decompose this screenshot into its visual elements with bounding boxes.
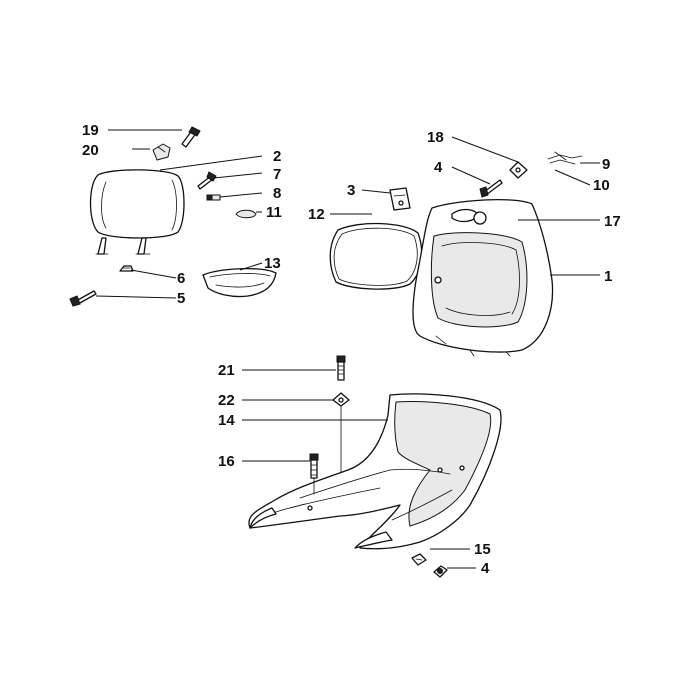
callout-4-upper: 4	[434, 159, 443, 176]
callout-20: 20	[82, 142, 99, 159]
callout-14: 14	[218, 412, 235, 429]
callout-9: 9	[602, 156, 610, 173]
callout-15: 15	[474, 541, 491, 558]
callout-7: 7	[273, 166, 281, 183]
callout-2: 2	[273, 148, 281, 165]
part-21-bolt	[336, 355, 346, 381]
part-1-leg-shield	[412, 198, 554, 357]
callout-13: 13	[264, 255, 281, 272]
part-16-screw	[309, 453, 319, 495]
callout-4-lower: 4	[481, 560, 490, 577]
part-19-bolt	[181, 126, 201, 148]
callout-8: 8	[273, 185, 281, 202]
part-4-screw-upper	[479, 179, 503, 198]
part-6-bracket	[119, 265, 134, 272]
part-9-10-wire-clip	[547, 151, 583, 165]
callout-1: 1	[604, 268, 612, 285]
part-12-trim-ring	[329, 222, 423, 290]
part-8-clip	[206, 194, 221, 201]
callout-6: 6	[177, 270, 185, 287]
part-5-bolt	[69, 290, 97, 307]
part-7-screw	[197, 171, 217, 190]
part-13-tray	[202, 267, 277, 298]
callout-12: 12	[308, 206, 325, 223]
callout-3: 3	[347, 182, 355, 199]
part-20-plug	[152, 143, 171, 161]
part-3-bracket	[389, 187, 411, 211]
leader-lines	[95, 129, 600, 569]
part-4-screw-lower	[433, 565, 448, 578]
callout-5: 5	[177, 290, 185, 307]
callout-21: 21	[218, 362, 235, 379]
callout-19: 19	[82, 122, 99, 139]
part-2-cover	[89, 169, 185, 255]
callout-10: 10	[593, 177, 610, 194]
callout-11: 11	[266, 204, 282, 221]
part-14-floorboard	[248, 393, 502, 550]
part-11-grommet	[235, 209, 257, 219]
callout-labels: 19 20 2 7 8 11 6 5 13 12 3 18 4 9 10 17 …	[82, 122, 621, 577]
callout-22: 22	[218, 392, 235, 409]
part-18-nut	[509, 161, 528, 179]
part-15-nut	[411, 553, 427, 566]
callout-16: 16	[218, 453, 235, 470]
callout-18: 18	[427, 129, 444, 146]
callout-17: 17	[604, 213, 621, 230]
